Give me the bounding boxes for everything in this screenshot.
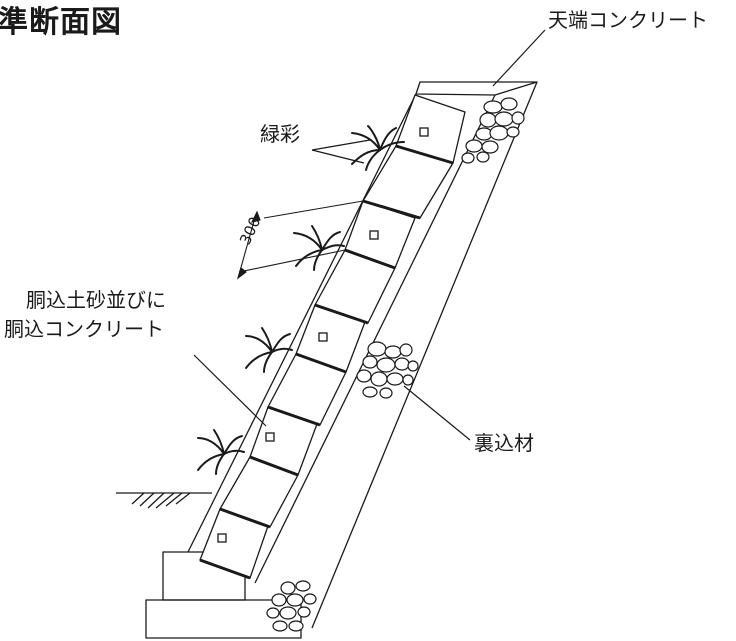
stones-top bbox=[461, 97, 525, 164]
block-stack bbox=[199, 94, 466, 579]
leader-back bbox=[403, 385, 471, 441]
plant-4 bbox=[197, 429, 245, 475]
stones-middle bbox=[356, 341, 419, 399]
leader-lines bbox=[193, 29, 546, 441]
plant-1 bbox=[351, 125, 405, 171]
block-details bbox=[199, 127, 454, 580]
front-face-line bbox=[187, 93, 417, 553]
back-slope-line bbox=[311, 81, 538, 629]
dimension-300 bbox=[236, 200, 364, 280]
label-greening: 緑彩 bbox=[260, 122, 300, 146]
stones-bottom bbox=[266, 580, 317, 632]
label-crown-concrete: 天端コンクリート bbox=[548, 8, 708, 32]
ground-hatch bbox=[131, 492, 191, 509]
leader-green-1 bbox=[311, 139, 371, 151]
label-fill-line1: 胴込土砂並びに bbox=[26, 288, 166, 312]
page-title: 準断面図 bbox=[0, 5, 122, 40]
plant-3 bbox=[245, 327, 293, 373]
label-backfill: 裏込材 bbox=[474, 431, 534, 455]
crown-concrete bbox=[415, 81, 538, 96]
plant-2 bbox=[293, 225, 345, 271]
leader-crown bbox=[492, 29, 546, 87]
label-fill-line2: 胴込コンクリート bbox=[4, 317, 164, 341]
inner-back-line bbox=[254, 94, 496, 584]
leader-green-2 bbox=[311, 149, 365, 164]
leader-fill bbox=[193, 354, 267, 427]
foundation-lower bbox=[145, 599, 302, 639]
